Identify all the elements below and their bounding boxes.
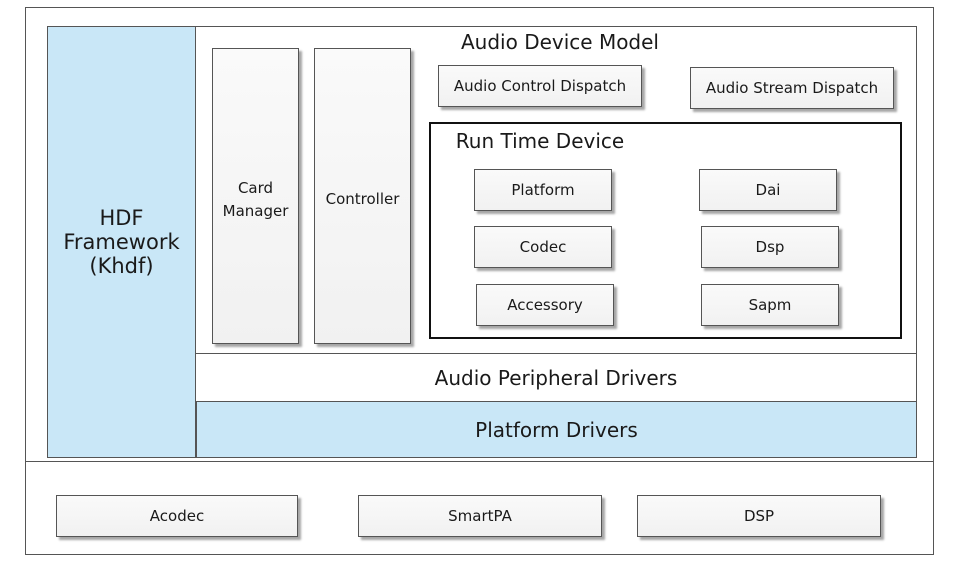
dai-component: Dai — [699, 169, 837, 211]
audio-control-dispatch-block: Audio Control Dispatch — [438, 65, 642, 107]
smartpa-hardware: SmartPA — [358, 495, 602, 537]
dsp-component: Dsp — [701, 226, 839, 268]
card-manager-line-2: Manager — [222, 201, 289, 220]
codec-component: Codec — [474, 226, 612, 268]
accessory-component: Accessory — [476, 284, 614, 326]
hdf-line-3: (Khdf) — [89, 254, 154, 278]
card-manager-line-1: Card — [237, 179, 274, 197]
hdf-line-2: Framework — [63, 230, 180, 254]
acodec-hardware: Acodec — [56, 495, 298, 537]
hdf-line-1: HDF — [99, 206, 144, 230]
controller-block: Controller — [314, 48, 411, 344]
run-time-device-title: Run Time Device — [455, 129, 625, 153]
audio-stream-dispatch-block: Audio Stream Dispatch — [690, 67, 894, 109]
platform-component: Platform — [474, 169, 612, 211]
controller-label: Controller — [325, 189, 400, 208]
hardware-divider — [25, 461, 934, 462]
platform-drivers-layer: Platform Drivers — [196, 401, 917, 458]
dsp-hardware: DSP — [637, 495, 881, 537]
audio-device-model-title: Audio Device Model — [460, 30, 659, 54]
hdf-framework-block: HDF Framework (Khdf) — [47, 26, 196, 458]
sapm-component: Sapm — [701, 284, 839, 326]
audio-peripheral-drivers-layer: Audio Peripheral Drivers — [196, 353, 917, 401]
card-manager-block: Card Manager — [212, 48, 299, 344]
